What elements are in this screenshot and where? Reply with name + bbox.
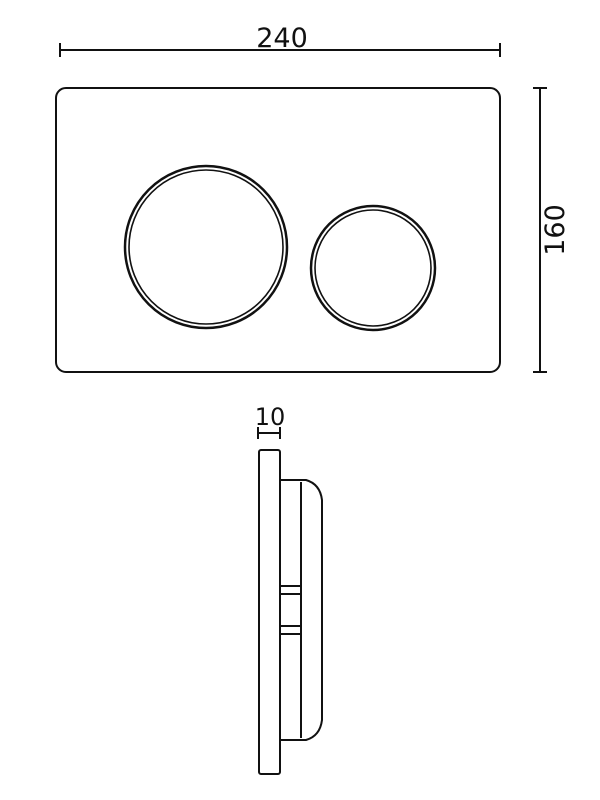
height-dimension	[533, 87, 547, 373]
depth-dimension	[257, 427, 281, 439]
depth-dimension-label: 10	[255, 403, 286, 431]
width-dimension-label: 240	[256, 23, 308, 54]
side-view-button-profile	[280, 479, 323, 741]
large-flush-button-outer	[123, 164, 289, 330]
side-view-plate	[258, 449, 281, 775]
large-flush-button-inner	[128, 169, 284, 325]
side-view	[258, 449, 323, 775]
small-flush-button-inner	[314, 209, 432, 327]
width-dimension	[59, 43, 501, 57]
height-dimension-label: 160	[540, 204, 571, 256]
flush-plate-outline	[55, 87, 501, 373]
front-view	[55, 87, 501, 373]
small-flush-button-outer	[309, 204, 437, 332]
